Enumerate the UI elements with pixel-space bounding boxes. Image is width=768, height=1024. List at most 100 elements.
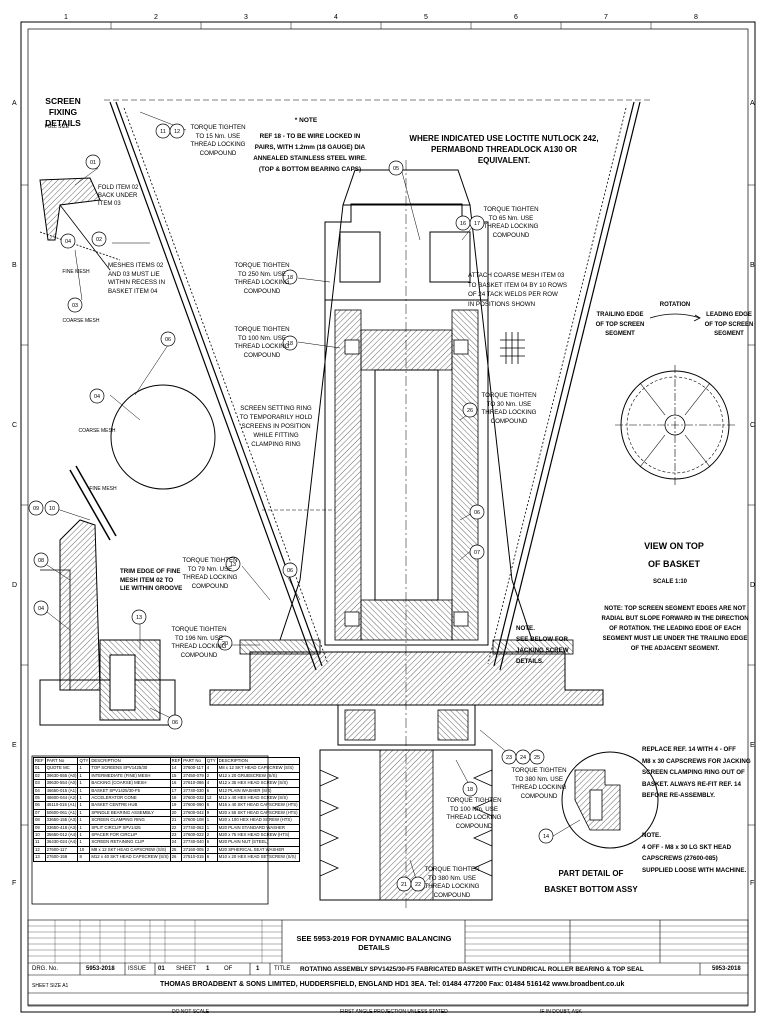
torque-100-note-b: TORQUE TIGHTEN TO 100 Nm. USE THREAD LOC… — [446, 797, 502, 830]
item-balloon-label: 07 — [474, 550, 480, 556]
parts-list-cell: M20 x 55 SKT HEAD CAPSCREW (HTS) — [216, 808, 300, 818]
parts-list-cell: 18 — [169, 794, 183, 803]
parts-list-cell: 10 — [33, 831, 46, 840]
parts-list-cell: QTY — [77, 756, 91, 766]
item-balloon — [33, 600, 49, 616]
parts-list-cell: 23 — [169, 831, 183, 840]
parts-list-cell: 24 — [169, 838, 183, 847]
parts-list-cell: QTY — [204, 756, 218, 766]
parts-list-cell: 19 — [169, 801, 183, 810]
item-balloon — [282, 562, 298, 578]
do-not-scale: DO NOT SCALE — [172, 1009, 210, 1015]
parts-list-cell: 8 — [77, 853, 91, 862]
zone-row-a: A — [12, 100, 17, 107]
four-off-note: NOTE. 4 OFF - M8 x 30 LG SKT HEAD CAPSCR… — [642, 832, 747, 874]
parts-list-cell: M20 x 100 HEX HEAD SCREW (HTS) — [216, 816, 300, 825]
parts-list-cell: 17 — [169, 786, 183, 796]
zone-col-8: 8 — [694, 14, 698, 21]
item-balloon — [469, 215, 485, 231]
parts-list-cell: 16 — [169, 779, 183, 788]
issue-label: ISSUE — [128, 966, 147, 972]
item-balloon — [167, 714, 183, 730]
parts-list-cell: BASKET CENTRE HUB — [89, 801, 171, 810]
item-balloon — [91, 231, 107, 247]
parts-list-cell: 27600-117 — [181, 764, 206, 773]
parts-list-cell: M12 x 20 GRUBSCREW (S/S) — [216, 771, 300, 781]
item-balloon-label: 16 — [460, 221, 466, 227]
item-balloon-label: 18 — [287, 341, 293, 347]
parts-list-cell: TOP SCREENS SPV1425/30 — [89, 764, 171, 773]
item-balloon-label: 03 — [72, 303, 78, 309]
item-balloon — [131, 609, 147, 625]
parts-list-cell: 39630-554 (A0) — [44, 779, 79, 788]
parts-list-cell: 36430-024 (A4) — [44, 838, 79, 847]
drg-no-right: 5953-2018 — [712, 966, 741, 972]
parts-list-cell: SCREEN RETAINING CLIP — [89, 838, 171, 847]
item-balloon — [160, 331, 176, 347]
parts-list-cell: M10 x 20 HEX HEAD SETSCREW (S/S) — [216, 853, 300, 862]
parts-list-cell: 27600-022 — [181, 831, 206, 840]
parts-list-cell: 2 — [204, 831, 218, 840]
parts-list-cell: REF — [33, 756, 46, 766]
item-balloon — [89, 388, 105, 404]
parts-list-cell: 46650-015 (A1) — [44, 786, 79, 796]
parts-list-cell: 6 — [204, 801, 218, 810]
parts-list-cell: 13 — [33, 853, 46, 862]
zone-row-c: C — [12, 422, 18, 429]
leading-edge-label: LEADING EDGE OF TOP SCREEN SEGMENT — [704, 312, 754, 337]
parts-list-cell: SPACER FOR CIRCLIP — [89, 831, 171, 840]
parts-list-cell: 39630-555 (A0) — [44, 771, 79, 781]
parts-list-cell: 08 — [33, 816, 46, 825]
parts-list-cell: 27600-159 — [44, 853, 79, 862]
full-size-label: FULL SIZE — [44, 124, 70, 130]
parts-list-cell: 46110-015 (A1) — [44, 801, 79, 810]
parts-list-cell: 05 — [33, 794, 46, 803]
fold-item-note: FOLD ITEM 02 BACK UNDER ITEM 03 — [98, 185, 139, 207]
item-balloon-label: 09 — [33, 506, 39, 512]
parts-list-cell: 1 — [204, 816, 218, 825]
zone-col-5: 5 — [424, 14, 428, 21]
item-balloon-label: 08 — [38, 558, 44, 564]
parts-list-cell: 1 — [77, 771, 91, 781]
first-angle-projection: FIRST ANGLE PROJECTION UNLESS STATED — [340, 1009, 448, 1015]
attach-coarse-mesh-note: ATTACH COARSE MESH ITEM 03 TO BASKET ITE… — [468, 272, 568, 308]
parts-list-cell: 1 — [204, 823, 218, 833]
torque-65-note: TORQUE TIGHTEN TO 65 Nm. USE THREAD LOCK… — [483, 206, 539, 239]
item-balloon — [33, 552, 49, 568]
zone-col-4: 4 — [334, 14, 338, 21]
parts-list-cell: 27610-086 — [181, 779, 206, 788]
parts-list-cell: 50600-061 (A1) — [44, 808, 79, 818]
parts-list-cell: 27740-040 — [181, 838, 206, 847]
wire-lock-note: REF 18 - TO BE WIRE LOCKED IN PAIRS, WIT… — [253, 133, 367, 173]
rotation-label: ROTATION — [659, 302, 691, 308]
item-balloon-label: 11 — [160, 129, 166, 135]
parts-list-cell: 26 — [169, 853, 183, 862]
parts-list-cell: 4 — [204, 764, 218, 773]
parts-list-cell: QUOTE MC — [44, 764, 79, 773]
zone-row-c-right: C — [750, 422, 756, 429]
item-balloon-label: 06 — [474, 510, 480, 516]
parts-list-cell: 02 — [33, 771, 46, 781]
item-balloon — [538, 828, 554, 844]
parts-list-cell: M12 x 40 HEX HEAD SCREW (S/S) — [216, 794, 300, 803]
zone-col-7: 7 — [604, 14, 608, 21]
top-screen-note: NOTE: TOP SCREEN SEGMENT EDGES ARE NOT R… — [601, 606, 749, 652]
item-balloon-label: 23 — [506, 755, 512, 761]
item-balloon-label: 01 — [90, 160, 96, 166]
parts-list-cell: 27600-032 — [181, 794, 206, 803]
parts-list-cell: 10 — [77, 845, 91, 855]
torque-30-note: TORQUE TIGHTEN TO 30 Nm. USE THREAD LOCK… — [481, 392, 537, 425]
item-balloon-label: 06 — [165, 337, 171, 343]
scale-label: SCALE 1:10 — [652, 579, 687, 585]
item-balloon-label: 04 — [94, 394, 100, 400]
parts-list-cell: ACCELERATOR CONE — [89, 794, 171, 803]
parts-list-cell: 1 — [77, 786, 91, 796]
parts-list-cell: 04 — [33, 786, 46, 796]
parts-list-cell: BASKET SPV1425/30-F5 — [89, 786, 171, 796]
